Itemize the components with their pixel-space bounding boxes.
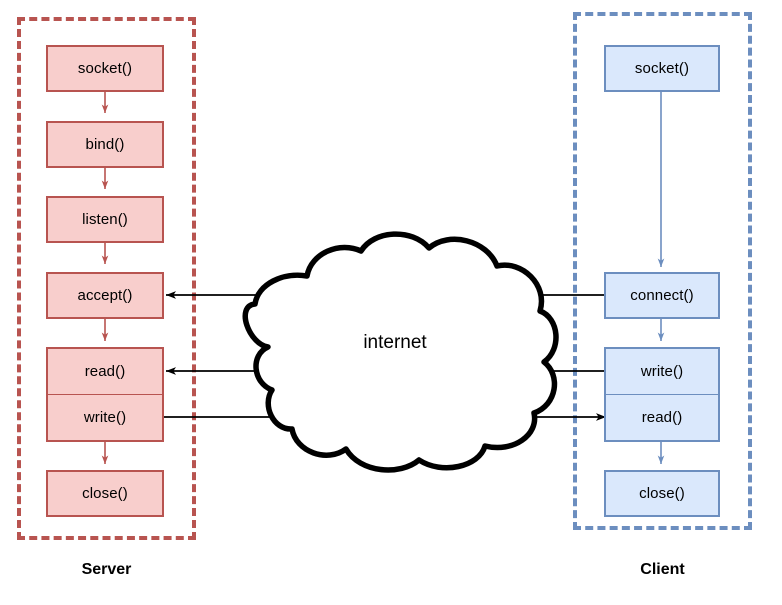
cloud-icon	[242, 231, 559, 473]
node-label: write()	[83, 409, 127, 426]
node-label: bind()	[85, 136, 125, 153]
client-group-label: Client	[640, 561, 685, 578]
node-client-socket[interactable]: socket()	[604, 45, 720, 92]
node-server-bind[interactable]: bind()	[46, 121, 164, 168]
node-server-accept[interactable]: accept()	[46, 272, 164, 319]
node-server-write[interactable]: write()	[46, 394, 164, 442]
node-label: write()	[640, 363, 684, 380]
node-label: close()	[639, 485, 685, 502]
server-group-label: Server	[81, 561, 132, 578]
node-client-read[interactable]: read()	[604, 394, 720, 442]
node-label: read()	[84, 363, 126, 380]
node-client-connect[interactable]: connect()	[604, 272, 720, 319]
node-label: read()	[641, 409, 683, 426]
node-server-listen[interactable]: listen()	[46, 196, 164, 243]
node-label: socket()	[77, 60, 133, 77]
node-server-socket[interactable]: socket()	[46, 45, 164, 92]
node-client-close[interactable]: close()	[604, 470, 720, 517]
node-client-write[interactable]: write()	[604, 347, 720, 395]
internet-cloud	[242, 231, 559, 473]
server-group-frame	[17, 17, 196, 540]
node-label: socket()	[634, 60, 690, 77]
node-label: accept()	[77, 287, 133, 304]
node-server-close[interactable]: close()	[46, 470, 164, 517]
node-label: connect()	[630, 287, 694, 304]
internet-label: internet	[363, 332, 427, 353]
node-label: close()	[82, 485, 128, 502]
client-group-frame	[573, 12, 752, 530]
node-label: listen()	[82, 211, 128, 228]
node-server-read[interactable]: read()	[46, 347, 164, 395]
